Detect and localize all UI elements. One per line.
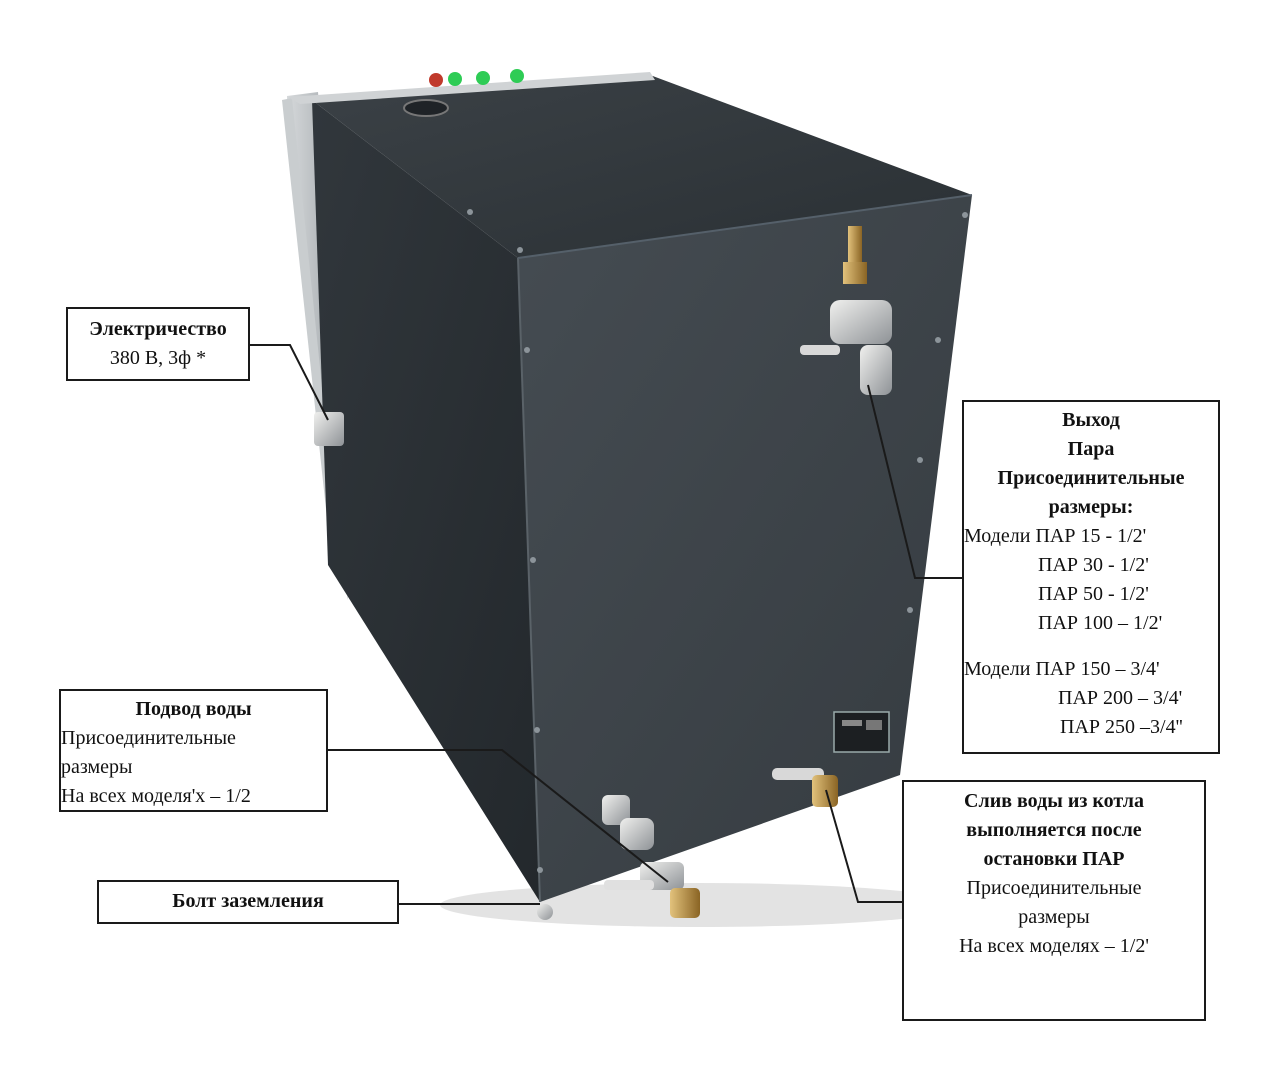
steam-model-line: Модели ПАР 15 - 1/2' <box>964 525 1147 547</box>
leader-drain <box>825 789 902 903</box>
red-lamp <box>429 73 443 87</box>
electricity-title: Электричество <box>89 318 227 340</box>
water-inlet-title: Подвод воды <box>135 698 252 720</box>
water-inlet-line: На всех моделя'х – 1/2 <box>61 785 251 807</box>
cabinet-left-side <box>312 100 540 902</box>
leader-electricity <box>250 344 329 421</box>
nameplate <box>833 711 890 753</box>
leader-steam <box>867 384 962 579</box>
drain-callout: Слив воды из котла выполняется после ост… <box>902 780 1206 1021</box>
steam-outlet-callout: Выход Пара Присоединительные размеры: Мо… <box>962 400 1220 754</box>
ground-bolt-title: Болт заземления <box>172 890 324 912</box>
water-inlet-line: Присоединительные <box>61 727 236 749</box>
steam-outlet-fitting <box>800 226 892 395</box>
drain-line: размеры <box>1018 906 1090 928</box>
green-lamp-2 <box>476 71 490 85</box>
green-lamp <box>448 72 462 86</box>
steam-title-4: размеры: <box>1048 496 1134 518</box>
drain-title-1: Слив воды из котла <box>964 790 1144 812</box>
steam-model-line: ПАР 100 – 1/2' <box>1038 612 1163 634</box>
steam-model-line: ПАР 30 - 1/2' <box>1038 554 1149 576</box>
cabinet-top <box>312 75 972 258</box>
front-screws <box>467 209 968 873</box>
steam-model-line: ПАР 250 –3/4'' <box>1060 716 1183 738</box>
electricity-value: 380 В, 3ф * <box>109 347 207 369</box>
cabinet-edge-top <box>517 194 973 259</box>
ground-bolt <box>537 904 553 920</box>
ground-bolt-callout: Болт заземления <box>97 880 399 924</box>
cabinet-edge <box>517 257 541 903</box>
drain-fitting <box>772 768 838 807</box>
leader-lines <box>250 344 962 905</box>
drain-title-3: остановки ПАР <box>983 848 1125 870</box>
drain-title-2: выполняется после <box>966 819 1142 841</box>
green-lamp-3 <box>510 69 524 83</box>
top-hatch <box>403 99 449 117</box>
drain-line: Присоединительные <box>966 877 1142 899</box>
steam-model-line: ПАР 200 – 3/4' <box>1058 687 1183 709</box>
top-control-strip <box>288 72 655 104</box>
cable-gland <box>314 412 344 446</box>
water-inlet-callout: Подвод воды Присоединительные размеры На… <box>59 689 328 812</box>
leader-water <box>328 749 669 883</box>
steam-title-2: Пара <box>1067 438 1115 460</box>
drain-line: На всех моделях – 1/2' <box>959 935 1149 957</box>
steam-title-3: Присоединительные <box>997 467 1185 489</box>
steam-model-line: ПАР 50 - 1/2' <box>1038 583 1149 605</box>
steam-model-line: Модели ПАР 150 – 3/4' <box>964 658 1160 680</box>
water-inlet-line: размеры <box>61 756 133 778</box>
electricity-callout: Электричество 380 В, 3ф * <box>66 307 250 381</box>
steam-title-1: Выход <box>1062 409 1120 431</box>
